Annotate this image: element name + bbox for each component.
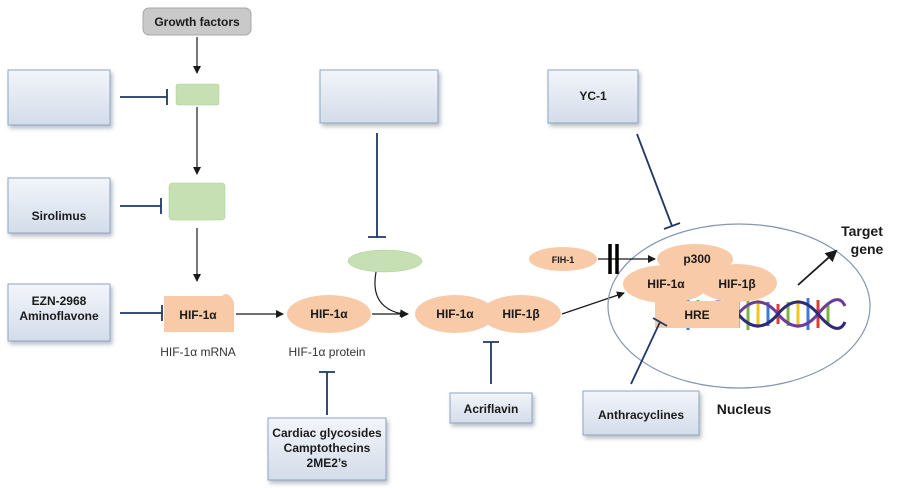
growth-factors-label: Growth factors: [154, 15, 240, 29]
acriflavin-box: [449, 392, 533, 424]
inhibitor-box-left-top: [7, 69, 111, 126]
cardiac-glycosides-box: [267, 417, 387, 481]
anthracyclines-box: [582, 390, 700, 436]
nucleus: [607, 223, 871, 389]
yc1-box: [547, 69, 639, 124]
inhibit-anthracyclines: [630, 317, 668, 385]
inhibit-cardiac: [319, 371, 335, 415]
hif1a-protein-label: HIF-1α: [310, 307, 348, 321]
dimer-hif1a-label: HIF-1α: [436, 307, 474, 321]
growth-factors-box: [142, 7, 252, 36]
hif1a-mrna-shape: [164, 294, 234, 332]
dimer-hif1b: [481, 295, 561, 333]
pathway-node-2: [168, 182, 226, 221]
protein-caption: HIF-1α protein: [289, 345, 366, 359]
hre-box: [655, 301, 739, 328]
sirolimus-box: [7, 177, 111, 234]
hif1a-mrna-label: HIF-1α: [179, 308, 217, 322]
yc1-label: YC-1: [579, 89, 607, 103]
acriflavin-label: Acriflavin: [464, 402, 519, 416]
arrow-dimer-to-nucleus: [561, 291, 625, 315]
arrow-to-target-gene: [797, 249, 838, 286]
cardiac-label-line1: Cardiac glycosides: [272, 426, 382, 440]
p300-label: p300: [683, 252, 711, 266]
ezn-label-line1: EZN-2968: [32, 294, 87, 308]
arrow-node3-to-dimer: [374, 271, 408, 318]
nuc-hif1b-label: HIF-1β: [718, 277, 755, 291]
inhibit-left-top: [120, 89, 168, 105]
inhibit-yc1: [636, 133, 681, 230]
anthracyclines-label: Anthracyclines: [598, 408, 684, 422]
ezn-label-line2: Aminoflavone: [19, 309, 99, 323]
hre-label: HRE: [684, 308, 709, 322]
nuc-hif1a: [623, 265, 709, 303]
mrna-caption: HIF-1α mRNA: [160, 345, 236, 359]
fih1-label: FIH-1: [552, 255, 575, 265]
pathway-node-1: [175, 83, 220, 106]
nuc-hif1a-label: HIF-1α: [647, 277, 685, 291]
dimer-hif1b-label: HIF-1β: [502, 307, 539, 321]
fih1: [529, 247, 597, 271]
nucleus-label: Nucleus: [717, 401, 772, 417]
inhibit-ezn: [120, 305, 163, 321]
target-gene-line2: gene: [851, 241, 884, 257]
nuc-hif1b: [697, 264, 777, 302]
p300: [657, 244, 733, 274]
fih1-block-bars: [608, 244, 619, 274]
cardiac-label-line2: Camptothecins: [284, 441, 371, 455]
pathway-node-3: [347, 249, 423, 273]
inhibit-acriflavin: [483, 341, 499, 384]
dimer-hif1a: [415, 295, 495, 333]
inhibitor-box-middle-top: [319, 69, 439, 124]
cardiac-label-line3: 2ME2’s: [307, 456, 348, 470]
target-gene-line1: Target: [841, 223, 883, 239]
inhibit-middle-top: [368, 133, 386, 238]
sirolimus-label: Sirolimus: [32, 209, 87, 223]
hif1a-protein: [287, 295, 371, 333]
ezn-aminoflavone-box: [7, 283, 111, 342]
inhibit-sirolimus: [120, 198, 162, 214]
